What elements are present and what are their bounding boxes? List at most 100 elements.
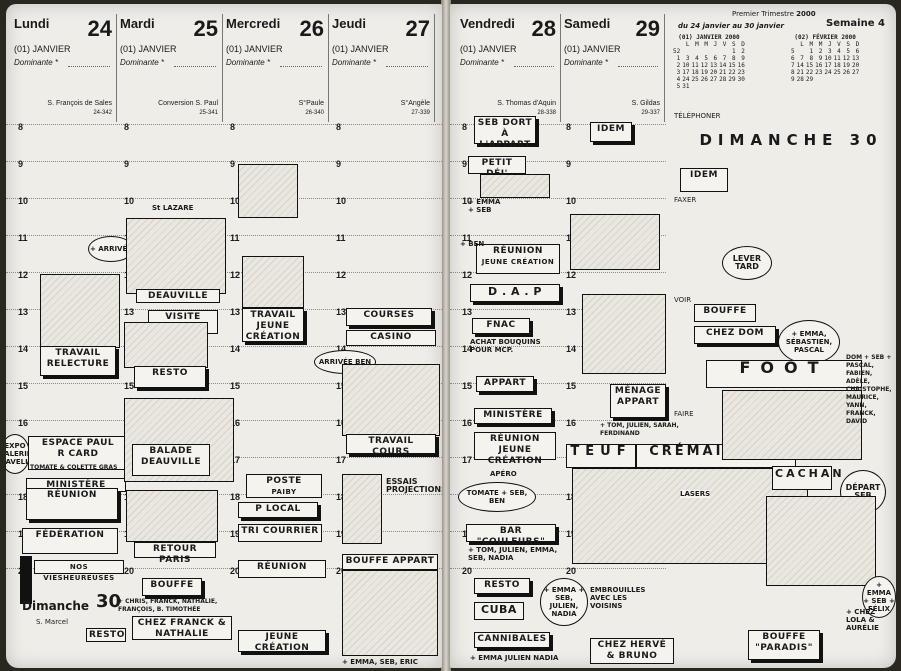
note-embrouilles: EMBROUILLES AVEC LES VOISINS	[590, 586, 646, 610]
cal-cell: 9	[791, 76, 795, 83]
sketch-cleaning	[582, 294, 666, 374]
dominante-line	[68, 66, 110, 67]
note-petit-dej: PETIT DÉJ'	[468, 156, 526, 179]
hour-line	[6, 383, 442, 384]
cal-day-name: S	[732, 41, 736, 48]
hour-number: 9	[230, 159, 236, 169]
hour-number: 8	[124, 122, 130, 132]
book-spine	[441, 0, 451, 671]
cal-cell: 4	[695, 55, 699, 62]
hour-line	[450, 161, 666, 162]
cal-cell: 24	[824, 69, 832, 76]
hour-line	[450, 420, 666, 421]
day-dominante: Dominante *	[460, 58, 505, 67]
hour-line	[6, 346, 442, 347]
hour-number: 10	[336, 196, 347, 206]
hour-number: 16	[462, 418, 473, 428]
day-name: Jeudi	[332, 16, 366, 31]
hour-line	[6, 531, 442, 532]
cal-day-name: L	[800, 41, 804, 48]
cal-cell: 3	[685, 55, 690, 62]
cal-cell: 2	[818, 48, 823, 55]
hour-number: 13	[124, 307, 135, 317]
hour-number: 20	[124, 566, 135, 576]
cal-cell: 28	[719, 76, 727, 83]
cal-cell: 23	[737, 69, 745, 76]
day-dominante: Dominante *	[564, 58, 609, 67]
hour-number: 17	[462, 455, 473, 465]
hour-line	[6, 309, 442, 310]
cal-cell: 18	[833, 62, 841, 69]
cal-cell: 13	[852, 55, 860, 62]
day-saint: S°Paule	[298, 100, 324, 107]
bubble-expo: EXPO GALERIE SAVELL	[6, 434, 32, 474]
day-daynum: 26-340	[305, 110, 324, 116]
faire-label: FAIRE	[674, 410, 694, 418]
hour-number: 20	[230, 566, 241, 576]
cal-cell: 24	[682, 76, 690, 83]
cal-day-name: M	[695, 41, 699, 48]
cal-cell: 27	[709, 76, 718, 83]
note-appart: APPART	[476, 376, 534, 392]
hour-line	[450, 531, 666, 532]
cal-cell: 16	[737, 62, 745, 69]
hour-number: 11	[18, 233, 28, 243]
note-ministere-vendredi: MINISTÈRE	[474, 408, 552, 424]
cal-cell: 20	[852, 62, 860, 69]
note-jeune-creation: JEUNE CRÉATION	[238, 630, 326, 653]
bubble-emma-felix: + EMMA + SEB + FÉLIX	[862, 576, 896, 618]
note-vendredi-guests: + EMMA JULIEN NADIA	[470, 654, 559, 662]
cal-cell: 21	[796, 69, 804, 76]
cal-cell: 9	[741, 55, 745, 62]
cal-cell: 19	[842, 62, 851, 69]
hour-number: 15	[462, 381, 473, 391]
note-dap: D . A . P	[470, 284, 560, 302]
sunday-left-name: Dimanche	[22, 599, 90, 613]
note-fnac: FNAC	[472, 318, 530, 334]
hour-number: 20	[336, 566, 347, 576]
dominante-line	[618, 66, 658, 67]
hour-line	[450, 346, 666, 347]
hour-number: 12	[230, 270, 241, 280]
day-saint: S°Angèle	[400, 100, 430, 107]
hour-number: 13	[230, 307, 241, 317]
day-saint: Conversion S. Paul	[158, 100, 218, 107]
cal-cell: 28	[796, 76, 804, 83]
hour-number: 15	[18, 381, 29, 391]
note-lasers: LASERS	[680, 490, 711, 498]
cal-cell: 19	[700, 69, 708, 76]
bubble-emma-samedi: + EMMA + SEB, JULIEN, NADIA	[540, 578, 588, 626]
sketch-projector	[342, 474, 382, 544]
cal-cell: 27	[852, 69, 860, 76]
cal-cell: 11	[691, 62, 699, 69]
hour-number: 16	[336, 418, 347, 428]
note-idem-dimanche: IDEM	[680, 168, 728, 192]
hour-number: 14	[18, 344, 29, 354]
cal-cell: 26	[700, 76, 708, 83]
hour-number: 18	[230, 492, 241, 502]
day-saint: S. Gildas	[631, 100, 660, 107]
day-daynum: 29-337	[641, 110, 660, 116]
cal-cell: 4	[676, 76, 681, 83]
day-num: 26	[299, 16, 324, 41]
cal-cell	[681, 48, 690, 55]
cal-day-name: S	[846, 41, 851, 48]
cal-day-name: J	[827, 41, 832, 48]
day-daynum: 28-338	[537, 110, 556, 116]
note-guests-mardi: + CHRIS, FRANCK, NATHALIE, FRANÇOIS, B. …	[118, 598, 218, 613]
day-month: (01) JANVIER	[564, 44, 621, 54]
cal-cell: 5	[704, 55, 708, 62]
hour-number: 15	[566, 381, 577, 391]
cal-cell: 26	[842, 69, 851, 76]
hour-number: 19	[336, 529, 347, 539]
note-courses: COURSES	[346, 308, 432, 326]
cal-cell: 2	[741, 48, 745, 55]
cal-day-name: V	[722, 41, 727, 48]
cal-cell	[718, 48, 727, 55]
day-month: (01) JANVIER	[460, 44, 517, 54]
bubble-tomate: TOMATE + SEB, BEN	[458, 482, 536, 512]
cal-cell: 17	[824, 62, 832, 69]
